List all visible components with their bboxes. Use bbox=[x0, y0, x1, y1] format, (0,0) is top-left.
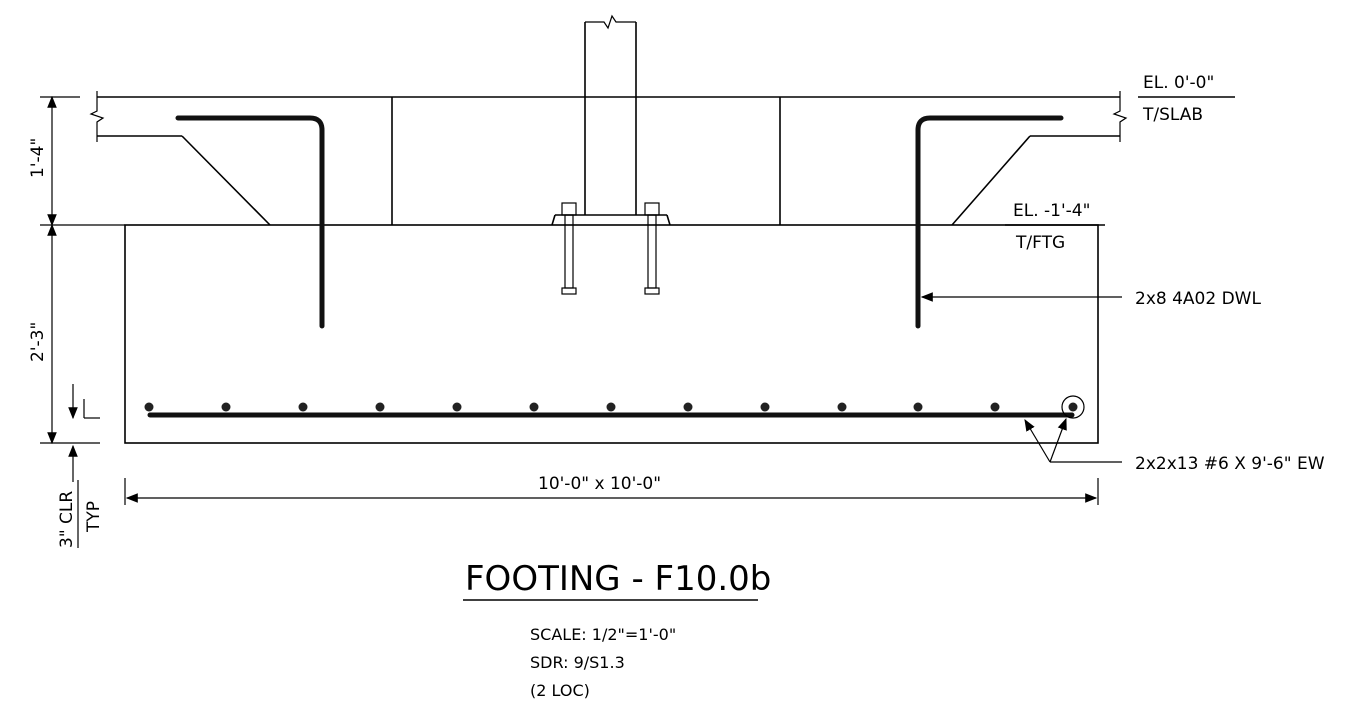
dowel-callout-text: 2x8 4A02 DWL bbox=[1135, 289, 1261, 309]
anchor-bolt-nut-left bbox=[561, 202, 577, 216]
slab-elevation-text: EL. 0'-0" bbox=[1143, 73, 1214, 93]
footing-width-dimension: 10'-0" x 10'-0" bbox=[124, 474, 1099, 505]
anchor-bolt-bottom-nut-left bbox=[561, 287, 577, 295]
drawing-title: FOOTING - F10.0b bbox=[465, 559, 771, 599]
bottom-bar-callout: 2x2x13 #6 X 9'-6" EW bbox=[1024, 417, 1325, 474]
dowel-callout: 2x8 4A02 DWL bbox=[920, 289, 1261, 309]
footing-elevation-text: EL. -1'-4" bbox=[1013, 201, 1090, 221]
rebar-dot bbox=[606, 402, 616, 412]
slab-break-left bbox=[89, 91, 105, 142]
slab-elevation-label: T/SLAB bbox=[1142, 105, 1203, 125]
footing-outline bbox=[124, 224, 1099, 444]
clear-cover-note: TYP bbox=[84, 501, 104, 533]
rebar-dot bbox=[913, 402, 923, 412]
rebar-dot bbox=[375, 402, 385, 412]
bottom-bar-dots bbox=[144, 395, 1085, 419]
slab-thickness-dimension: 1'-4" bbox=[28, 138, 48, 178]
anchor-bolt-right bbox=[647, 214, 657, 289]
sdr-note: SDR: 9/S1.3 bbox=[530, 653, 625, 672]
clear-cover-text: 3" CLR bbox=[57, 491, 77, 548]
footing-depth-dimension: 2'-3" bbox=[28, 322, 48, 362]
slab-outline bbox=[89, 91, 1128, 226]
rebar-dot bbox=[760, 402, 770, 412]
rebar-dot-end bbox=[1068, 402, 1078, 412]
footing-elevation-label: T/FTG bbox=[1015, 233, 1065, 253]
title-block: FOOTING - F10.0b SCALE: 1/2"=1'-0" SDR: … bbox=[463, 559, 771, 700]
anchor-bolt-nut-right bbox=[644, 202, 660, 216]
footing-size-text: 10'-0" x 10'-0" bbox=[538, 474, 661, 494]
bottom-bar-callout-text: 2x2x13 #6 X 9'-6" EW bbox=[1135, 454, 1325, 474]
rebar-dot bbox=[144, 402, 154, 412]
column-break-line bbox=[585, 14, 636, 30]
footing-elevation-marker: EL. -1'-4" T/FTG bbox=[1005, 201, 1105, 253]
vertical-dimensions: 1'-4" 2'-3" bbox=[28, 95, 125, 445]
location-count: (2 LOC) bbox=[530, 681, 590, 700]
rebar-dot bbox=[298, 402, 308, 412]
rebar-dot bbox=[837, 402, 847, 412]
dowel-bar-right bbox=[915, 115, 1064, 329]
rebar-dot bbox=[990, 402, 1000, 412]
column bbox=[584, 14, 637, 215]
rebar-end-circle bbox=[1061, 395, 1085, 419]
slab-elevation-marker: EL. 0'-0" T/SLAB bbox=[1138, 73, 1235, 125]
slab-break-right bbox=[1112, 91, 1128, 142]
rebar-dot bbox=[221, 402, 231, 412]
base-plate-and-anchor-bolts bbox=[551, 202, 671, 295]
rebar-dot bbox=[529, 402, 539, 412]
rebar-dot bbox=[683, 402, 693, 412]
scale-note: SCALE: 1/2"=1'-0" bbox=[530, 625, 676, 644]
clear-cover-dimension: 3" CLR TYP bbox=[57, 384, 104, 548]
anchor-bolt-bottom-nut-right bbox=[644, 287, 660, 295]
dowel-bar-left bbox=[175, 115, 325, 329]
anchor-bolt-left bbox=[564, 214, 574, 289]
rebar-dot bbox=[452, 402, 462, 412]
